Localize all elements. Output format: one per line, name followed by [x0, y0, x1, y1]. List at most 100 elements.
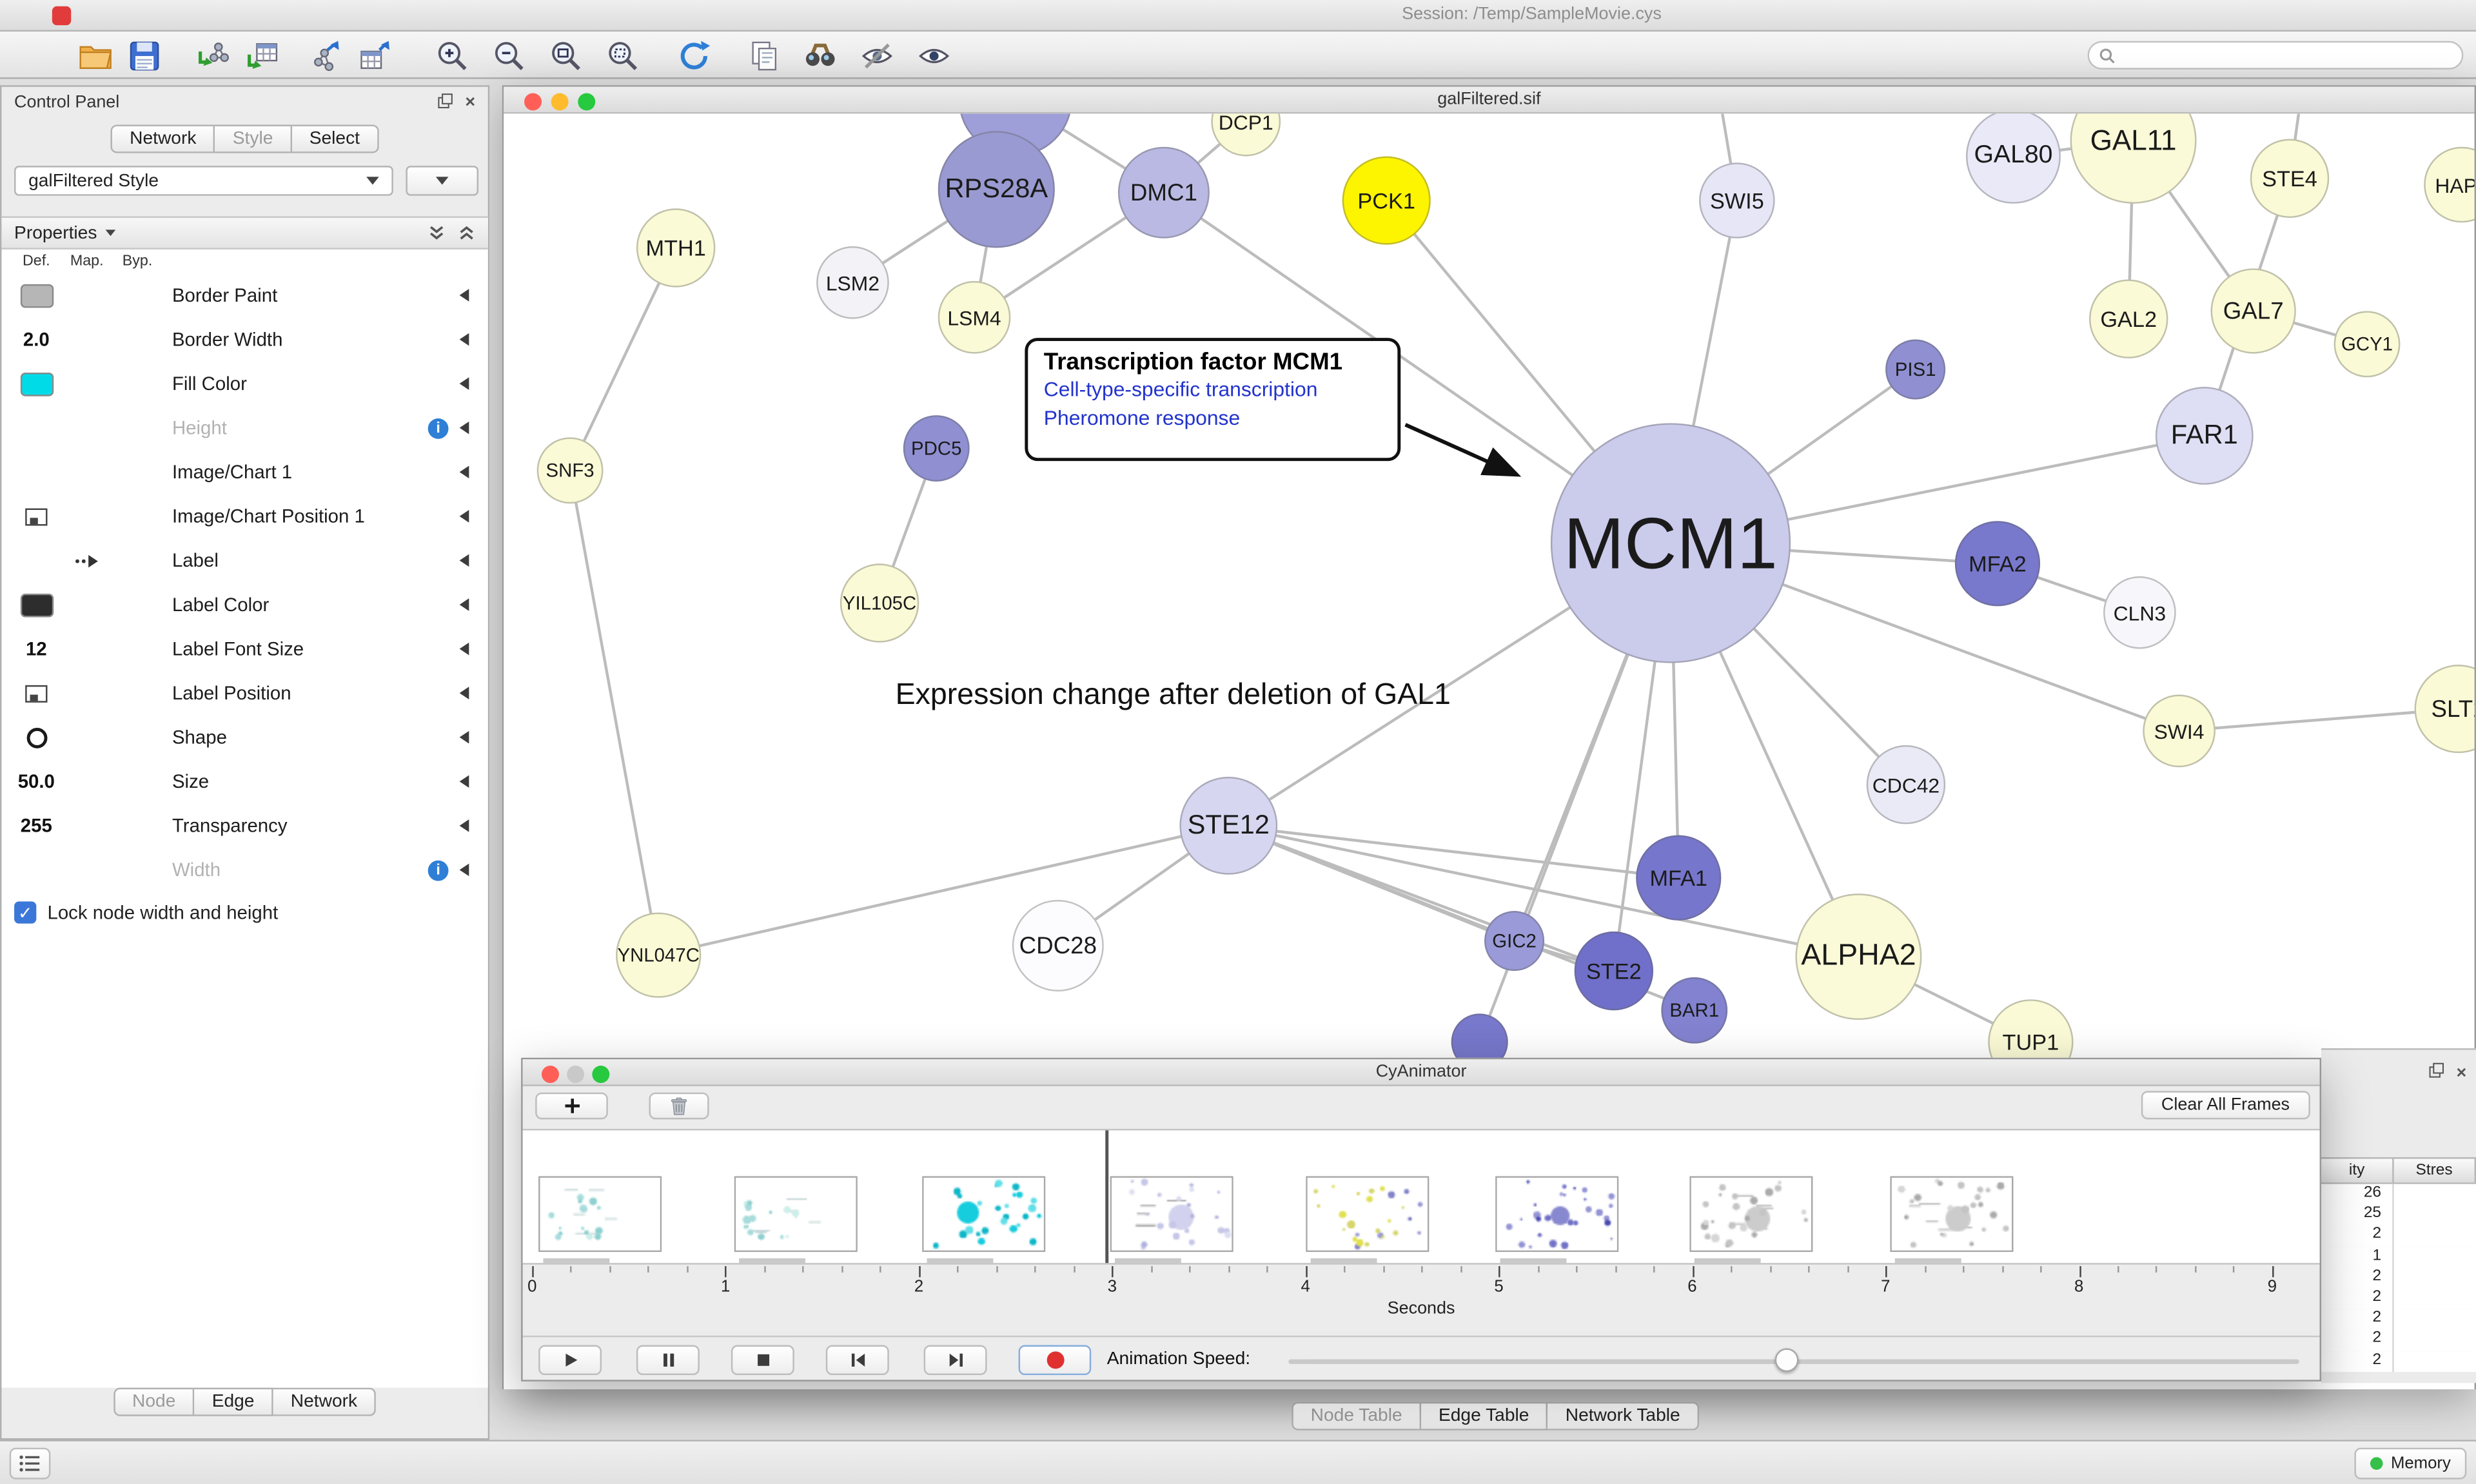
node-STE4[interactable]: STE4 [2250, 139, 2330, 218]
style-options-button[interactable] [406, 166, 479, 196]
style-selector-combo[interactable]: galFiltered Style [14, 166, 393, 196]
lock-size-checkbox[interactable]: ✓ [14, 901, 37, 924]
add-frame-button[interactable] [535, 1092, 608, 1120]
node-CLN3[interactable]: CLN3 [2103, 576, 2176, 649]
expand-arrow-icon[interactable] [459, 333, 469, 346]
property-row-label-color[interactable]: Label Color [1, 583, 487, 627]
table-row[interactable]: 2 [2321, 1329, 2476, 1351]
node-PCK1[interactable]: PCK1 [1342, 156, 1431, 245]
tab-network[interactable]: Network [110, 124, 215, 153]
expand-arrow-icon[interactable] [459, 377, 469, 390]
search-network-icon[interactable] [801, 36, 839, 74]
minimize-window-button[interactable] [551, 92, 569, 110]
node-STE2[interactable]: STE2 [1574, 931, 1654, 1011]
default-value-cell[interactable] [11, 592, 61, 617]
node-GCY1[interactable]: GCY1 [2334, 311, 2401, 378]
node-PIS1[interactable]: PIS1 [1885, 339, 1946, 400]
search-input[interactable] [2122, 46, 2462, 65]
zoom-window-button[interactable] [592, 1064, 610, 1082]
expand-arrow-icon[interactable] [459, 730, 469, 744]
node-STE12[interactable]: STE12 [1179, 776, 1278, 875]
show-panels-button[interactable] [9, 1447, 51, 1479]
node-CDC42[interactable]: CDC42 [1866, 745, 1946, 825]
pause-button[interactable] [636, 1345, 700, 1376]
table-row[interactable]: 2 [2321, 1267, 2476, 1289]
tab-edge[interactable]: Edge [194, 1387, 273, 1416]
node-SWI5[interactable]: SWI5 [1699, 162, 1775, 239]
node-GAL80[interactable]: GAL80 [1965, 113, 2061, 204]
node-LSM4[interactable]: LSM4 [938, 280, 1011, 354]
annotation-link[interactable]: Pheromone response [1043, 405, 1241, 430]
table-row[interactable]: 2 [2321, 1309, 2476, 1330]
node-MFA1[interactable]: MFA1 [1636, 835, 1722, 921]
close-panel-icon[interactable]: × [2456, 1063, 2467, 1082]
table-row[interactable]: 2 [2321, 1351, 2476, 1372]
default-value-cell[interactable]: 2.0 [11, 328, 61, 350]
stop-button[interactable] [731, 1345, 794, 1376]
expand-arrow-icon[interactable] [459, 421, 469, 434]
close-panel-icon[interactable]: × [465, 92, 476, 112]
node-MCM1[interactable]: MCM1 [1550, 423, 1791, 663]
default-value-cell[interactable] [11, 371, 61, 396]
close-window-button[interactable] [542, 1064, 559, 1082]
expand-arrow-icon[interactable] [459, 687, 469, 699]
annotation-link[interactable]: Cell-type-specific transcription [1043, 377, 1318, 402]
record-button[interactable] [1018, 1345, 1092, 1376]
node-GIC2[interactable]: GIC2 [1484, 911, 1545, 971]
expand-arrow-icon[interactable] [459, 775, 469, 788]
property-row-image-chart-1[interactable]: Image/Chart 1 [1, 450, 487, 494]
expand-all-icon[interactable] [428, 224, 446, 242]
network-canvas[interactable]: RPS28ADMC1DCP1PCK1SWI5GAL80GAL11STE4HAP4… [504, 113, 2475, 1390]
node-CDC28[interactable]: CDC28 [1012, 899, 1104, 991]
export-network-icon[interactable] [305, 36, 343, 74]
node-GAL2[interactable]: GAL2 [2089, 279, 2168, 358]
property-row-border-paint[interactable]: Border Paint [1, 273, 487, 318]
expand-arrow-icon[interactable] [459, 554, 469, 567]
save-icon[interactable] [124, 36, 162, 74]
frame-thumbnail-3[interactable] [1110, 1176, 1233, 1264]
default-value-cell[interactable]: 50.0 [11, 770, 61, 792]
paste-icon[interactable] [743, 36, 781, 74]
node-YNL047C[interactable]: YNL047C [616, 912, 702, 998]
network-window-titlebar[interactable]: galFiltered.sif [504, 86, 2475, 114]
mapping-icon[interactable] [62, 552, 112, 569]
node-MTH1[interactable]: MTH1 [636, 208, 716, 288]
info-icon[interactable]: i [427, 859, 449, 881]
frame-thumbnail-5[interactable] [1495, 1176, 1619, 1264]
last-frame-button[interactable] [923, 1345, 987, 1376]
clear-all-frames-button[interactable]: Clear All Frames [2141, 1091, 2310, 1120]
expand-arrow-icon[interactable] [459, 289, 469, 302]
tab-node[interactable]: Node [113, 1387, 195, 1416]
expand-arrow-icon[interactable] [459, 465, 469, 479]
color-swatch[interactable] [19, 592, 54, 617]
first-frame-button[interactable] [825, 1345, 889, 1376]
property-row-fill-color[interactable]: Fill Color [1, 362, 487, 406]
node-SNF3[interactable]: SNF3 [536, 437, 604, 504]
zoom-out-icon[interactable] [489, 36, 527, 74]
node-BAR1[interactable]: BAR1 [1661, 977, 1728, 1044]
delete-frame-button[interactable] [649, 1092, 709, 1120]
node-RPS28A[interactable]: RPS28A [938, 131, 1055, 248]
close-window-button[interactable] [524, 92, 542, 110]
import-table-icon[interactable] [243, 36, 281, 74]
table-row[interactable]: 2 [2321, 1225, 2476, 1247]
frame-thumbnail-4[interactable] [1306, 1176, 1430, 1264]
node-GAL7[interactable]: GAL7 [2210, 268, 2296, 354]
default-value-cell[interactable]: 12 [11, 638, 61, 659]
expand-arrow-icon[interactable] [459, 510, 469, 523]
column-header[interactable]: Stres [2394, 1158, 2476, 1183]
search-box[interactable] [2087, 41, 2464, 70]
hide-details-icon[interactable] [858, 36, 896, 74]
playhead[interactable] [1105, 1130, 1108, 1264]
export-table-icon[interactable] [355, 36, 393, 74]
property-row-image-chart-position-1[interactable]: Image/Chart Position 1 [1, 494, 487, 539]
play-button[interactable] [538, 1345, 602, 1376]
tab-style[interactable]: Style [215, 124, 292, 153]
node-FAR1[interactable]: FAR1 [2155, 387, 2254, 485]
ellipse-shape-icon[interactable] [26, 727, 47, 748]
color-swatch[interactable] [19, 283, 54, 308]
property-row-shape[interactable]: Shape [1, 715, 487, 759]
